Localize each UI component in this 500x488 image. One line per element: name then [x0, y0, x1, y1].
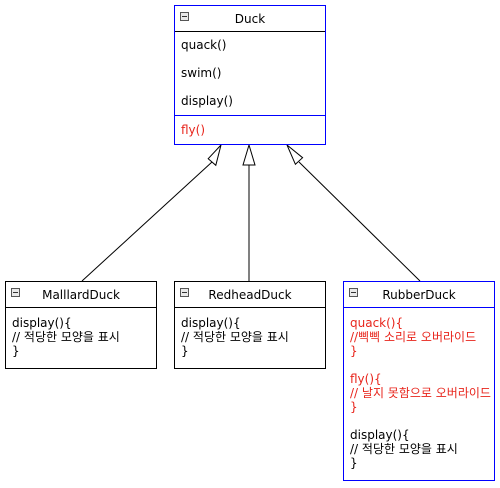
method-display: display()	[181, 94, 233, 108]
arrowhead-rubber	[286, 144, 304, 166]
class-redhead-duck[interactable]: RedheadDuck display(){// 적당한 모양을 표시}	[174, 281, 326, 369]
code-line: }	[12, 344, 20, 358]
collapse-icon[interactable]	[180, 12, 189, 21]
code-comment: // 적당한 모양을 표시	[12, 330, 120, 344]
code-comment: // 날지 못함으로 오버라이드	[350, 386, 491, 400]
class-mallard-title: MalllardDuck	[42, 288, 120, 302]
class-redhead-title: RedheadDuck	[208, 288, 292, 302]
method-fly: fly()	[175, 115, 325, 143]
rubber-display-method: display(){// 적당한 모양을 표시}	[350, 428, 488, 470]
code-line: display(){	[350, 428, 410, 442]
method-swim: swim()	[181, 66, 222, 80]
code-line: }	[350, 344, 358, 358]
class-mallard-duck[interactable]: MalllardDuck display(){// 적당한 모양을 표시}	[5, 281, 157, 369]
class-mallard-header: MalllardDuck	[6, 282, 156, 308]
code-line: }	[350, 400, 358, 414]
code-line: display(){	[181, 316, 241, 330]
code-comment: // 적당한 모양을 표시	[350, 442, 458, 456]
mallard-display-method: display(){// 적당한 모양을 표시}	[6, 308, 156, 358]
arrowhead-mallard	[207, 144, 222, 167]
code-line: quack(){	[350, 316, 404, 330]
collapse-icon[interactable]	[11, 288, 20, 297]
edge-mallard-to-duck	[81, 161, 213, 282]
rubber-quack-method: quack(){//삑삑 소리로 오버라이드}	[350, 316, 488, 358]
code-line: }	[181, 344, 189, 358]
code-line: }	[350, 456, 358, 470]
rubber-methods: quack(){//삑삑 소리로 오버라이드} fly(){// 날지 못함으로…	[344, 308, 494, 470]
class-duck[interactable]: Duck quack() swim() display() fly()	[174, 5, 326, 145]
rubber-fly-method: fly(){// 날지 못함으로 오버라이드}	[350, 372, 491, 414]
class-duck-title: Duck	[234, 12, 266, 26]
class-rubber-title: RubberDuck	[382, 288, 456, 302]
class-redhead-header: RedheadDuck	[175, 282, 325, 308]
code-comment: //삑삑 소리로 오버라이드	[350, 330, 477, 344]
edge-rubber-to-duck	[298, 161, 421, 282]
collapse-icon[interactable]	[349, 288, 358, 297]
class-duck-header: Duck	[175, 6, 325, 32]
redhead-display-method: display(){// 적당한 모양을 표시}	[175, 308, 325, 358]
class-rubber-duck[interactable]: RubberDuck quack(){//삑삑 소리로 오버라이드} fly()…	[343, 281, 495, 481]
collapse-icon[interactable]	[180, 288, 189, 297]
code-line: fly(){	[350, 372, 382, 386]
code-comment: // 적당한 모양을 표시	[181, 330, 289, 344]
method-quack: quack()	[181, 38, 227, 52]
class-rubber-header: RubberDuck	[344, 282, 494, 308]
arrowhead-redhead	[242, 143, 256, 166]
code-line: display(){	[12, 316, 72, 330]
